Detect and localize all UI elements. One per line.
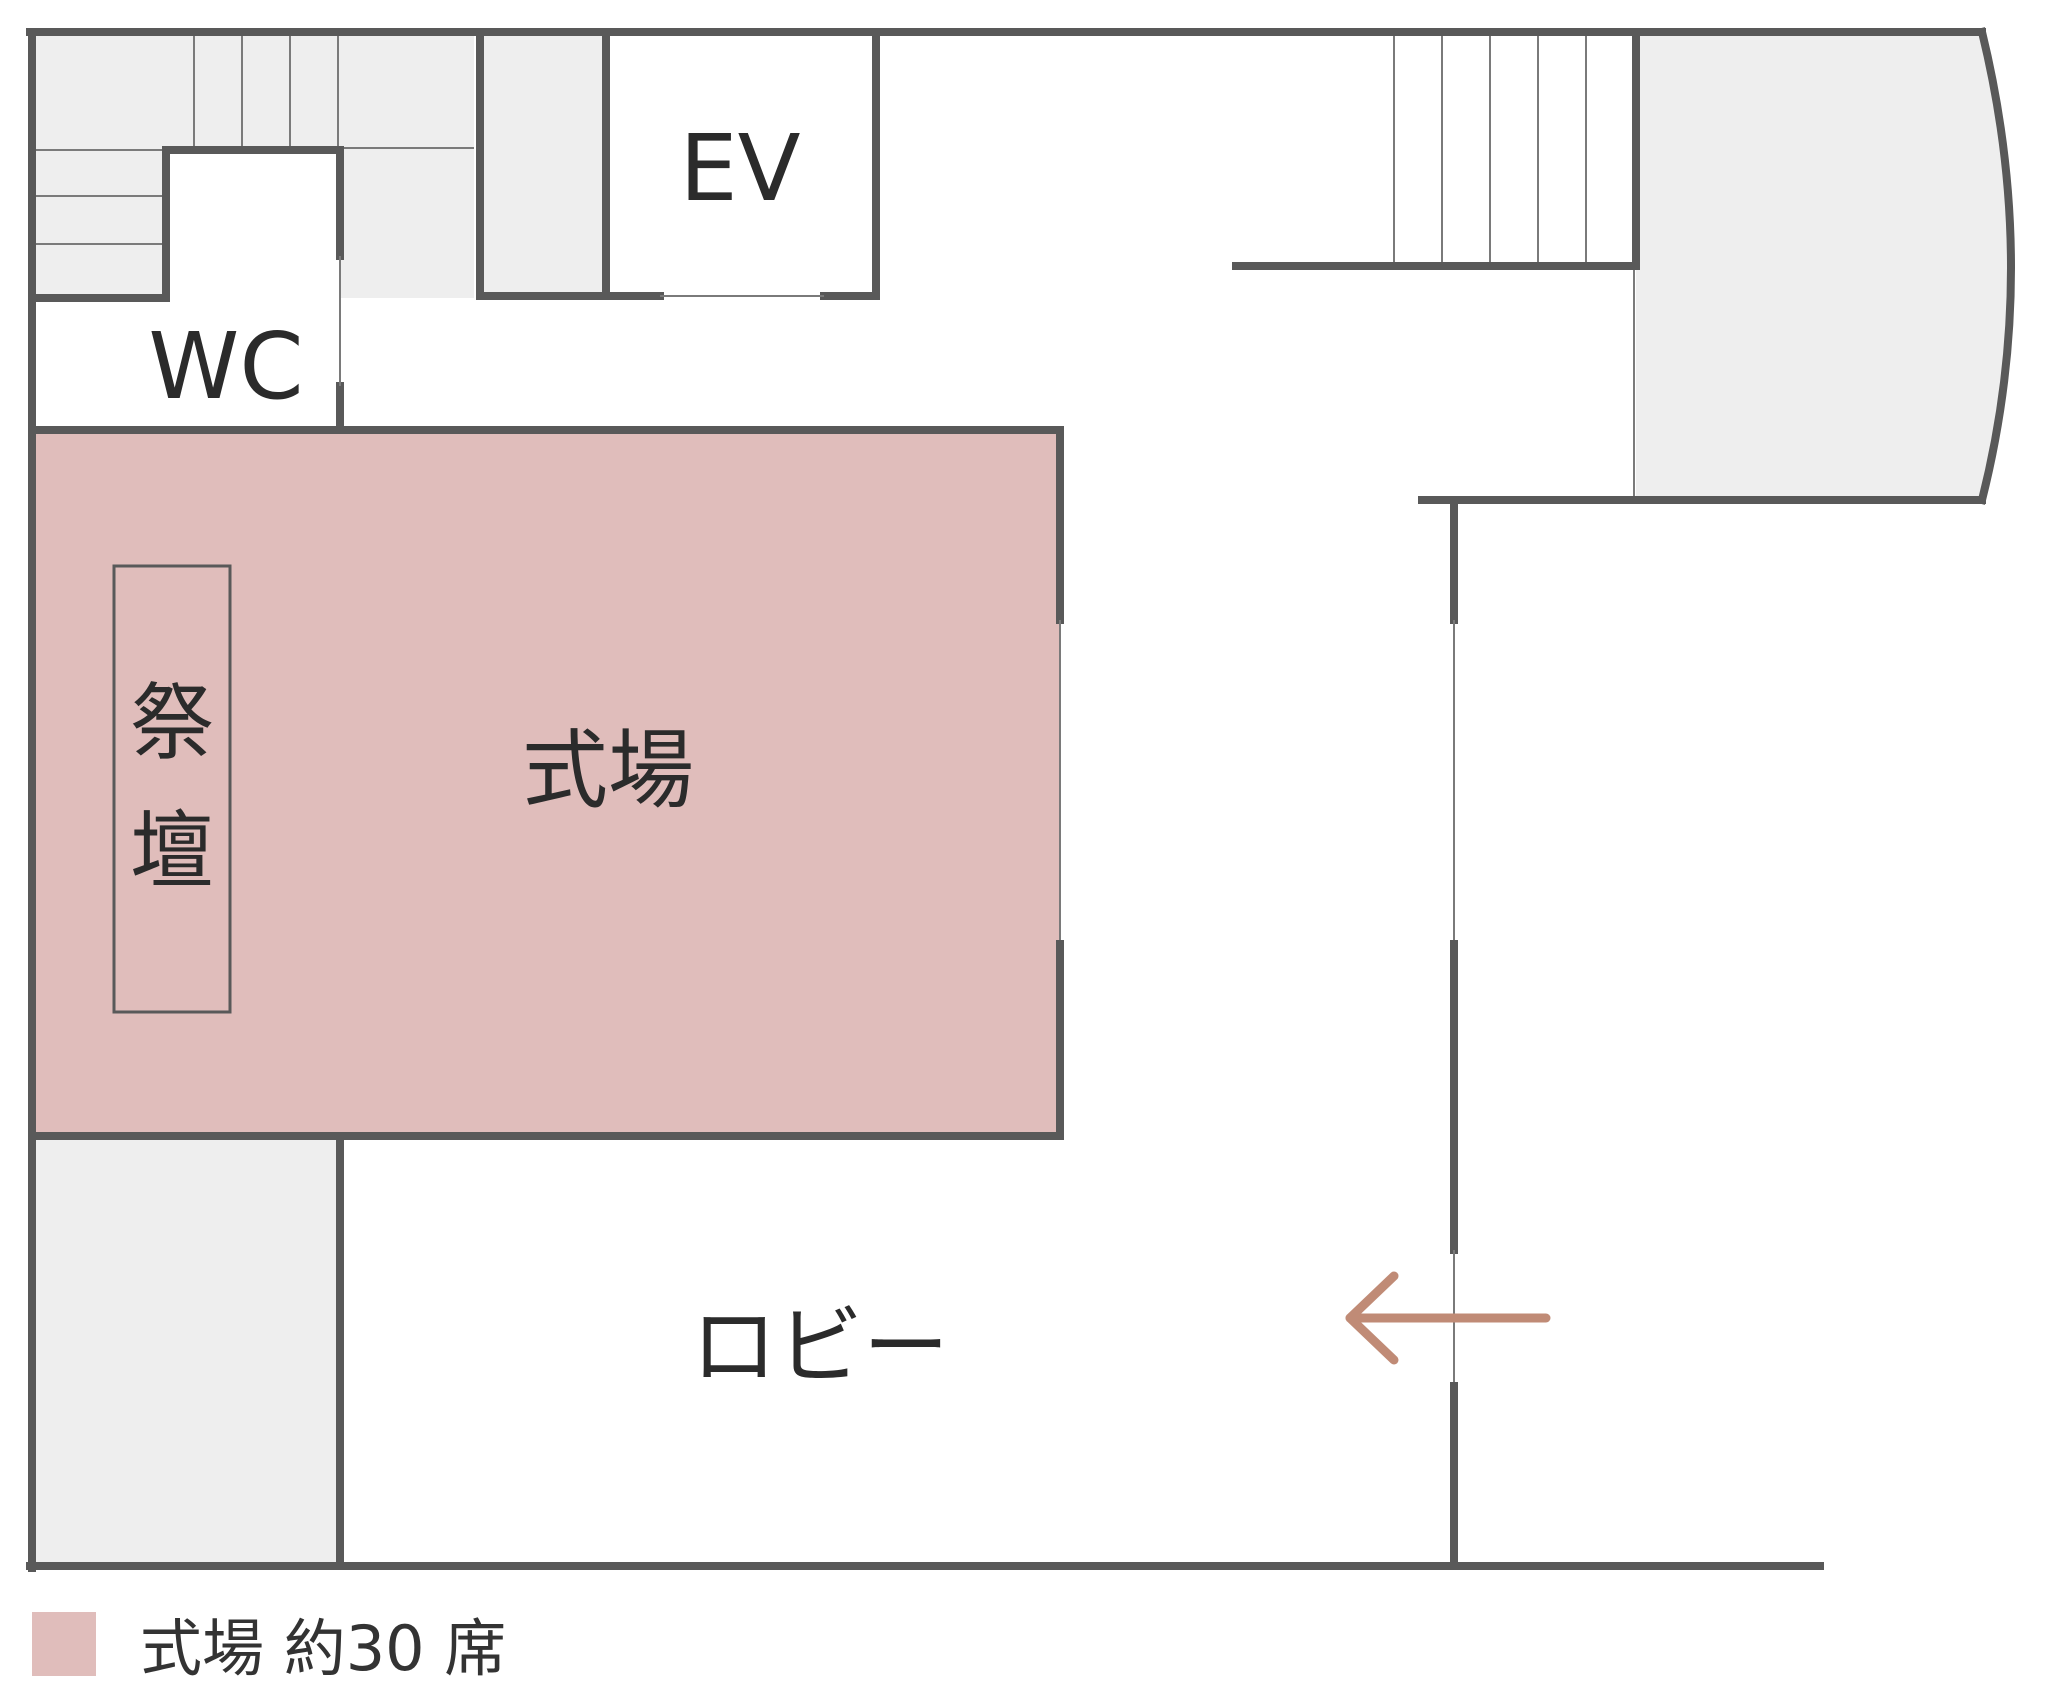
wc-label: WC [148, 313, 303, 420]
shaft [478, 34, 606, 296]
legend-swatch [32, 1612, 96, 1676]
altar [112, 564, 232, 1014]
storage-top-right [1636, 34, 2011, 500]
altar-label-line1: 祭 [130, 674, 214, 772]
hall-label: 式場 [522, 721, 694, 821]
ceremony-hall [34, 430, 1060, 1136]
wc-room [34, 300, 340, 428]
lobby-label: ロビー [691, 1297, 949, 1397]
storage-bottom-left [34, 1140, 340, 1564]
walls [26, 27, 2015, 1572]
stairs-top-right [1393, 34, 1635, 500]
stairs-top-left [34, 34, 474, 245]
arrow-left-icon [1345, 1271, 1551, 1365]
ev-label: EV [679, 115, 800, 222]
altar-label-line2: 壇 [130, 802, 214, 900]
wc-room-upper [168, 150, 340, 300]
legend-text: 式場 約30 席 [140, 1612, 506, 1685]
